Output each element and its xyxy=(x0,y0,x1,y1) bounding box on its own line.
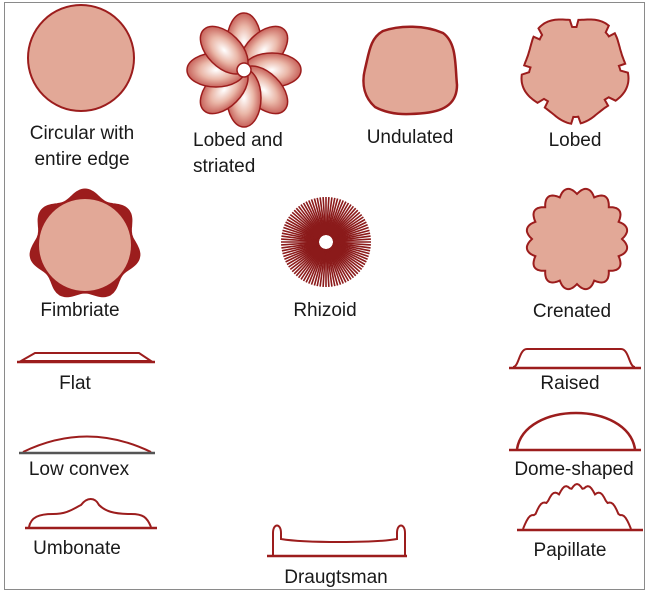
low-convex-elevation-shape xyxy=(19,437,155,454)
undulated-colony-shape xyxy=(363,27,457,114)
raised-elevation-shape xyxy=(509,349,641,368)
colony-shapes-canvas xyxy=(5,3,646,591)
label-fimbriate: Fimbriate xyxy=(25,298,135,324)
label-umbonate: Umbonate xyxy=(17,536,137,562)
umbonate-elevation-shape xyxy=(25,499,157,528)
fimbriate-colony-center xyxy=(39,199,131,291)
lobed-striated-colony-shape xyxy=(187,13,301,127)
label-lobed: Lobed xyxy=(525,128,625,154)
label-draugtsman: Draugtsman xyxy=(267,565,405,591)
papillate-elevation-shape xyxy=(517,484,643,530)
lobed-colony-shape xyxy=(522,20,629,124)
label-dome-shaped: Dome-shaped xyxy=(503,457,645,483)
label-raised: Raised xyxy=(520,371,620,397)
flat-elevation-shape xyxy=(17,353,155,362)
crenated-colony-shape xyxy=(527,189,627,289)
label-crenated: Crenated xyxy=(517,299,627,325)
dome-shaped-elevation-shape xyxy=(509,413,641,450)
label-rhizoid: Rhizoid xyxy=(275,298,375,324)
label-flat: Flat xyxy=(35,371,115,397)
label-papillate: Papillate xyxy=(515,538,625,564)
rhizoid-colony-shape xyxy=(280,196,372,288)
diagram-frame: Circular with entire edge Lobed and stri… xyxy=(4,2,645,590)
label-lobed-striated: Lobed and striated xyxy=(193,128,305,180)
draugtsman-elevation-shape xyxy=(267,526,407,557)
label-undulated: Undulated xyxy=(350,125,470,151)
label-circular: Circular with entire edge xyxy=(17,121,147,173)
circular-colony-shape xyxy=(28,5,134,111)
label-low-convex: Low convex xyxy=(9,457,149,483)
